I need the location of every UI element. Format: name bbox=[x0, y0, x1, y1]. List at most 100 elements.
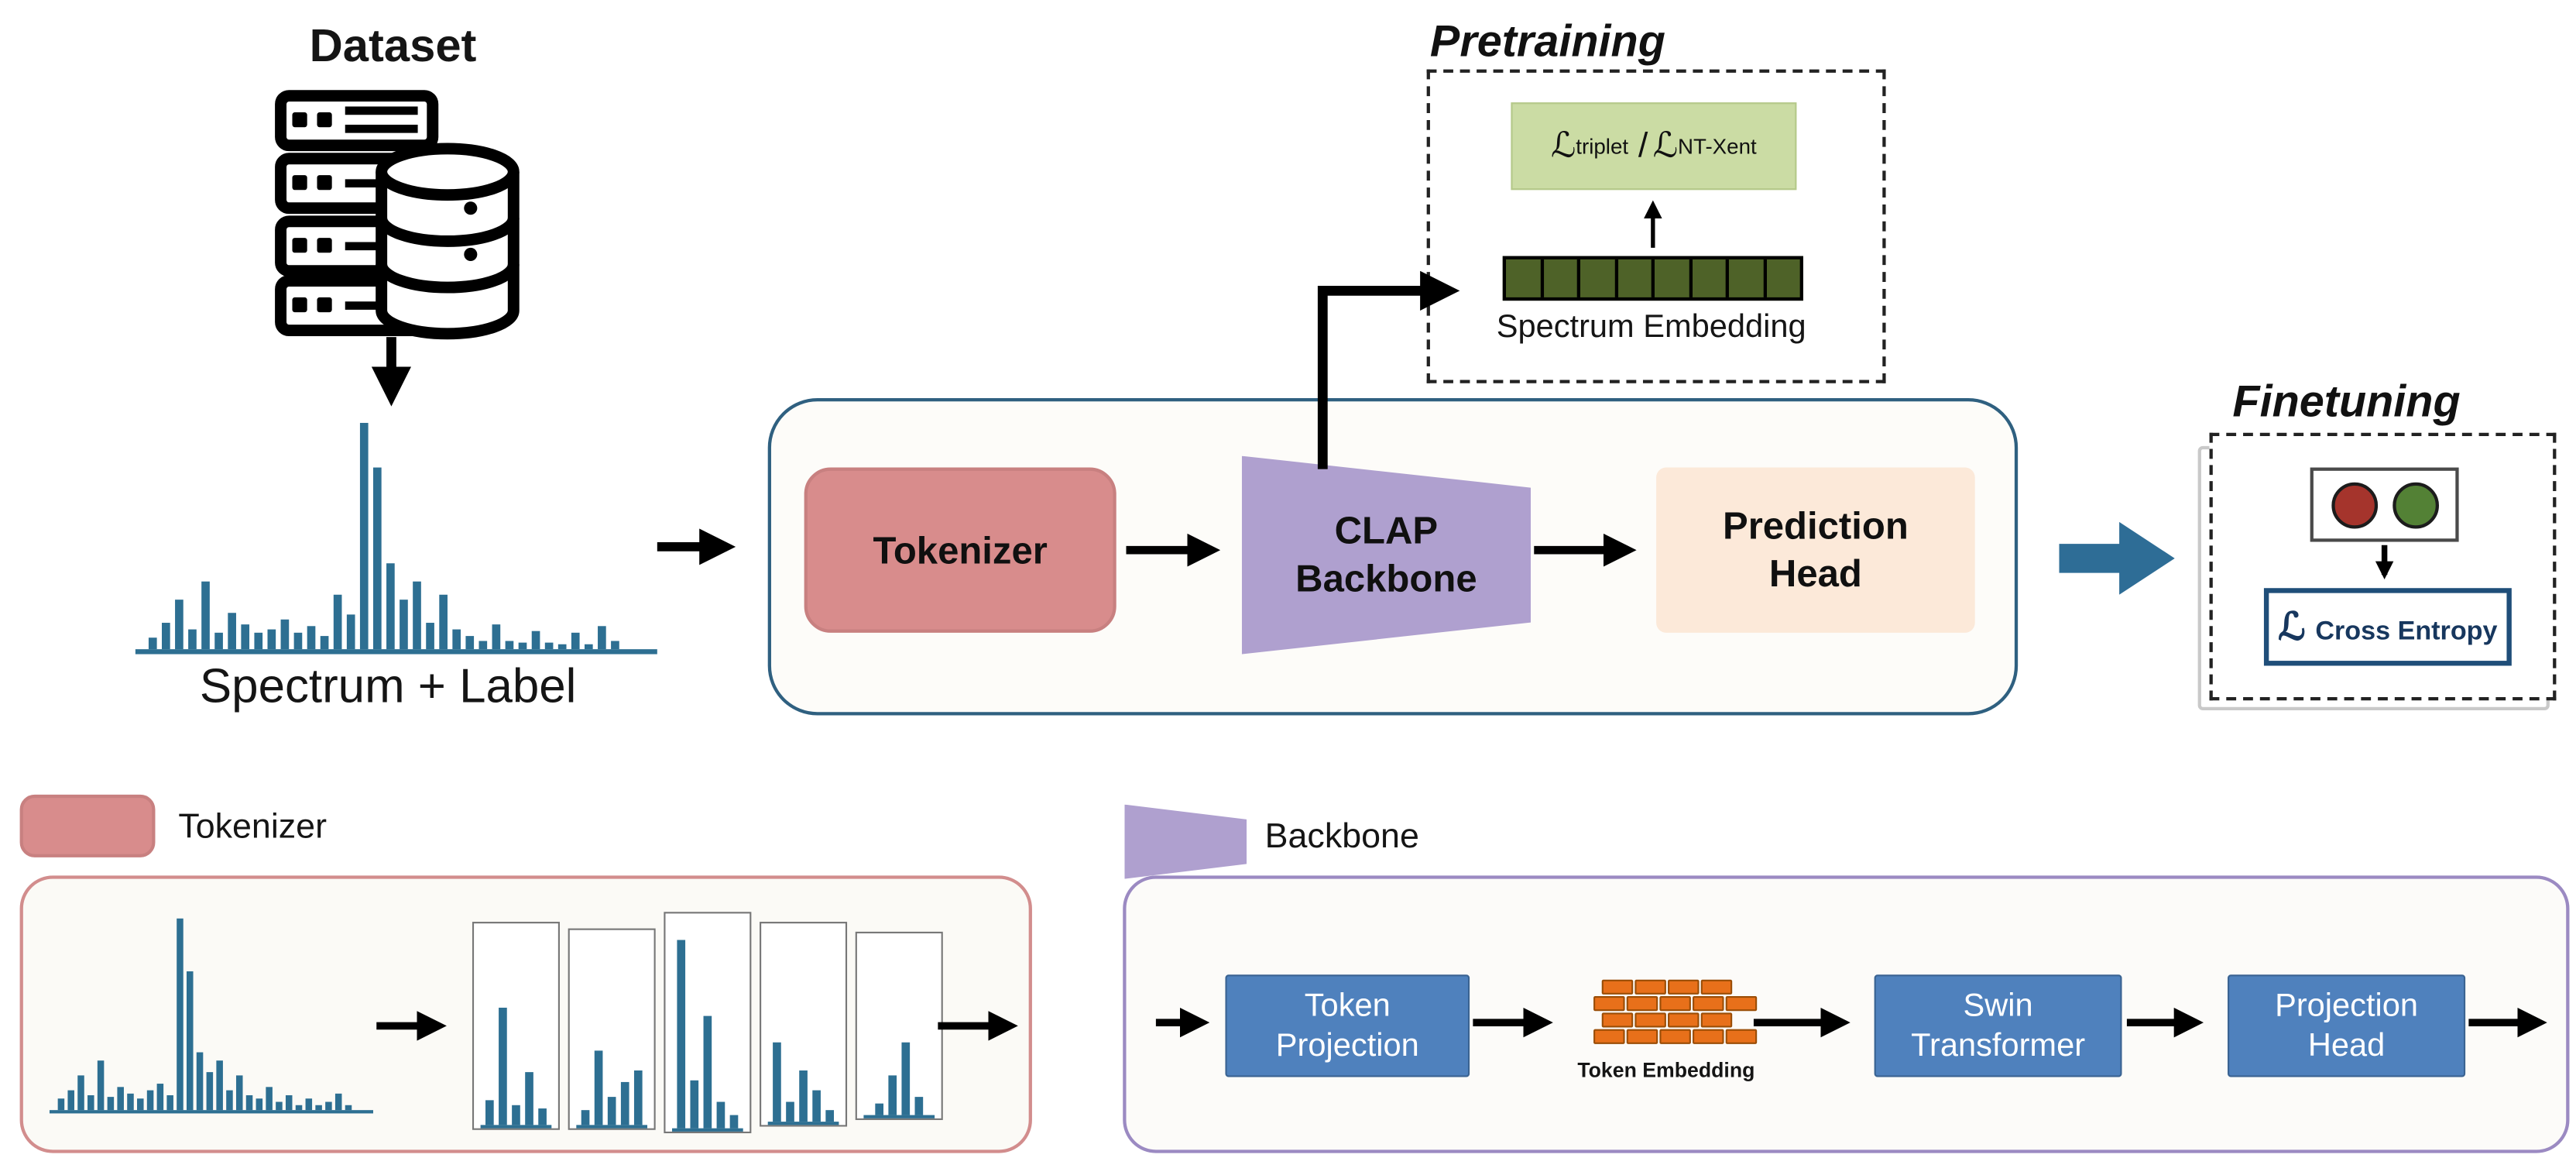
legend-backbone-label: Backbone bbox=[1264, 817, 1419, 856]
spectrum-bar bbox=[538, 1108, 547, 1125]
spectrum-bar bbox=[492, 624, 501, 650]
spectrum-bar bbox=[584, 644, 593, 650]
tokenizer-detail-panel bbox=[19, 875, 1032, 1153]
embedding-cell bbox=[1580, 259, 1617, 297]
brick-icon bbox=[1634, 1012, 1665, 1027]
loss-subscript: NT-Xent bbox=[1678, 133, 1757, 159]
spectrum-bar bbox=[156, 1083, 164, 1111]
spectrum-bar bbox=[235, 1075, 243, 1111]
spectrum-bar bbox=[293, 633, 303, 650]
spectrum-bar bbox=[245, 1094, 253, 1111]
spectrum-bar bbox=[285, 1094, 293, 1111]
spectrum-bar bbox=[334, 1092, 342, 1111]
spectrum-bar bbox=[485, 1101, 494, 1125]
brick-icon bbox=[1691, 995, 1724, 1011]
spectrum-bar bbox=[571, 633, 580, 650]
spectrum-bar bbox=[633, 1070, 643, 1125]
brick-icon bbox=[1658, 1028, 1690, 1043]
spectrum-slice-panel bbox=[568, 928, 656, 1130]
legend-tokenizer-label: Tokenizer bbox=[178, 807, 328, 846]
brick-row bbox=[1600, 1011, 1733, 1027]
spectrum-bar bbox=[786, 1101, 794, 1122]
brick-icon bbox=[1658, 995, 1690, 1011]
prediction-head-block: Prediction Head bbox=[1656, 467, 1975, 633]
spectrum-bar bbox=[226, 1091, 233, 1111]
spectrum-bar bbox=[148, 637, 157, 650]
brick-icon bbox=[1700, 978, 1732, 994]
embedding-cell bbox=[1506, 259, 1544, 297]
spectrum-bar bbox=[512, 1105, 520, 1125]
spectrum-bar bbox=[266, 1087, 273, 1111]
spectrum-bars bbox=[767, 923, 839, 1125]
spectrum-bar bbox=[598, 626, 606, 650]
spectrum-bars bbox=[863, 933, 935, 1118]
spectrum-bar bbox=[137, 1098, 144, 1111]
spectrum-bar bbox=[465, 635, 475, 650]
spectrum-bar bbox=[346, 615, 355, 650]
spectrum-bar bbox=[799, 1070, 808, 1122]
brick-row bbox=[1592, 995, 1757, 1011]
spectrum-bar bbox=[177, 918, 184, 1111]
embedding-cell bbox=[1729, 259, 1766, 297]
brick-row bbox=[1600, 978, 1733, 995]
spectrum-bar bbox=[505, 640, 514, 650]
spectrum-bar bbox=[107, 1096, 115, 1111]
cross-entropy-loss-box: ℒ Cross Entropy bbox=[2263, 588, 2512, 666]
legend-backbone-swatch bbox=[1124, 804, 1247, 879]
spectrum-bar bbox=[875, 1104, 883, 1115]
spectrum-slices bbox=[472, 912, 948, 1134]
spectrum-embedding-label: Spectrum Embedding bbox=[1496, 308, 1806, 345]
tokenizer-input-spectrum bbox=[49, 918, 373, 1114]
green-circle-icon bbox=[2392, 481, 2438, 528]
spectrum-bar bbox=[620, 1082, 629, 1125]
legend-tokenizer-swatch bbox=[19, 794, 156, 857]
spectrum-bar bbox=[359, 422, 369, 650]
spectrum-slice-panel bbox=[855, 931, 943, 1120]
spectrum-bar bbox=[439, 595, 448, 650]
spectrum-bar bbox=[677, 939, 686, 1129]
red-circle-icon bbox=[2331, 481, 2378, 528]
clap-backbone-block: CLAP Backbone bbox=[1241, 455, 1532, 655]
embedding-cell bbox=[1617, 259, 1655, 297]
loss-separator: / bbox=[1638, 126, 1648, 165]
spectrum-bar bbox=[267, 628, 276, 650]
spectrum-bar bbox=[175, 599, 184, 650]
spectrum-bars bbox=[672, 913, 743, 1132]
brick-icon bbox=[1724, 1028, 1757, 1043]
backbone-detail-panel: Token Projection Token Embedding Swin Tr… bbox=[1123, 875, 2570, 1153]
spectrum-bar bbox=[825, 1109, 835, 1122]
brick-icon bbox=[1600, 978, 1633, 994]
brick-icon bbox=[1592, 995, 1624, 1011]
spectrum-bar bbox=[703, 1016, 712, 1129]
spectrum-bar bbox=[254, 633, 263, 650]
spectrum-bar bbox=[87, 1094, 94, 1111]
brick-icon bbox=[1724, 995, 1757, 1011]
spectrum-bar bbox=[201, 581, 210, 650]
pretraining-title: Pretraining bbox=[1429, 16, 1665, 67]
loss-subscript: triplet bbox=[1576, 133, 1629, 159]
input-spectrum-chart bbox=[135, 422, 657, 655]
spectrum-bar bbox=[146, 1091, 154, 1111]
spectrum-bar bbox=[305, 1098, 313, 1111]
flow-arrow-icon bbox=[2059, 521, 2175, 595]
spectrum-bar bbox=[117, 1087, 124, 1111]
spectrum-bar bbox=[901, 1042, 911, 1115]
server-database-icon bbox=[275, 90, 520, 340]
spectrum-bar bbox=[256, 1098, 263, 1111]
spectrum-bar bbox=[67, 1091, 74, 1111]
spectrum-bar bbox=[557, 644, 567, 650]
cross-entropy-label: Cross Entropy bbox=[2315, 617, 2498, 645]
spectrum-bar bbox=[478, 640, 488, 650]
brick-icon bbox=[1625, 1028, 1658, 1043]
spectrum-bar bbox=[333, 595, 342, 650]
spectrum-bar bbox=[320, 635, 329, 650]
embedding-cell bbox=[1655, 259, 1692, 297]
spectrum-bar bbox=[206, 1071, 214, 1111]
spectrum-bar bbox=[186, 972, 194, 1111]
token-embedding-label: Token Embedding bbox=[1577, 1059, 1755, 1082]
spectrum-embedding-bar bbox=[1502, 256, 1803, 301]
spectrum-bars bbox=[49, 918, 373, 1114]
loss-symbol: ℒ bbox=[2278, 604, 2306, 648]
brick-icon bbox=[1592, 1028, 1624, 1043]
